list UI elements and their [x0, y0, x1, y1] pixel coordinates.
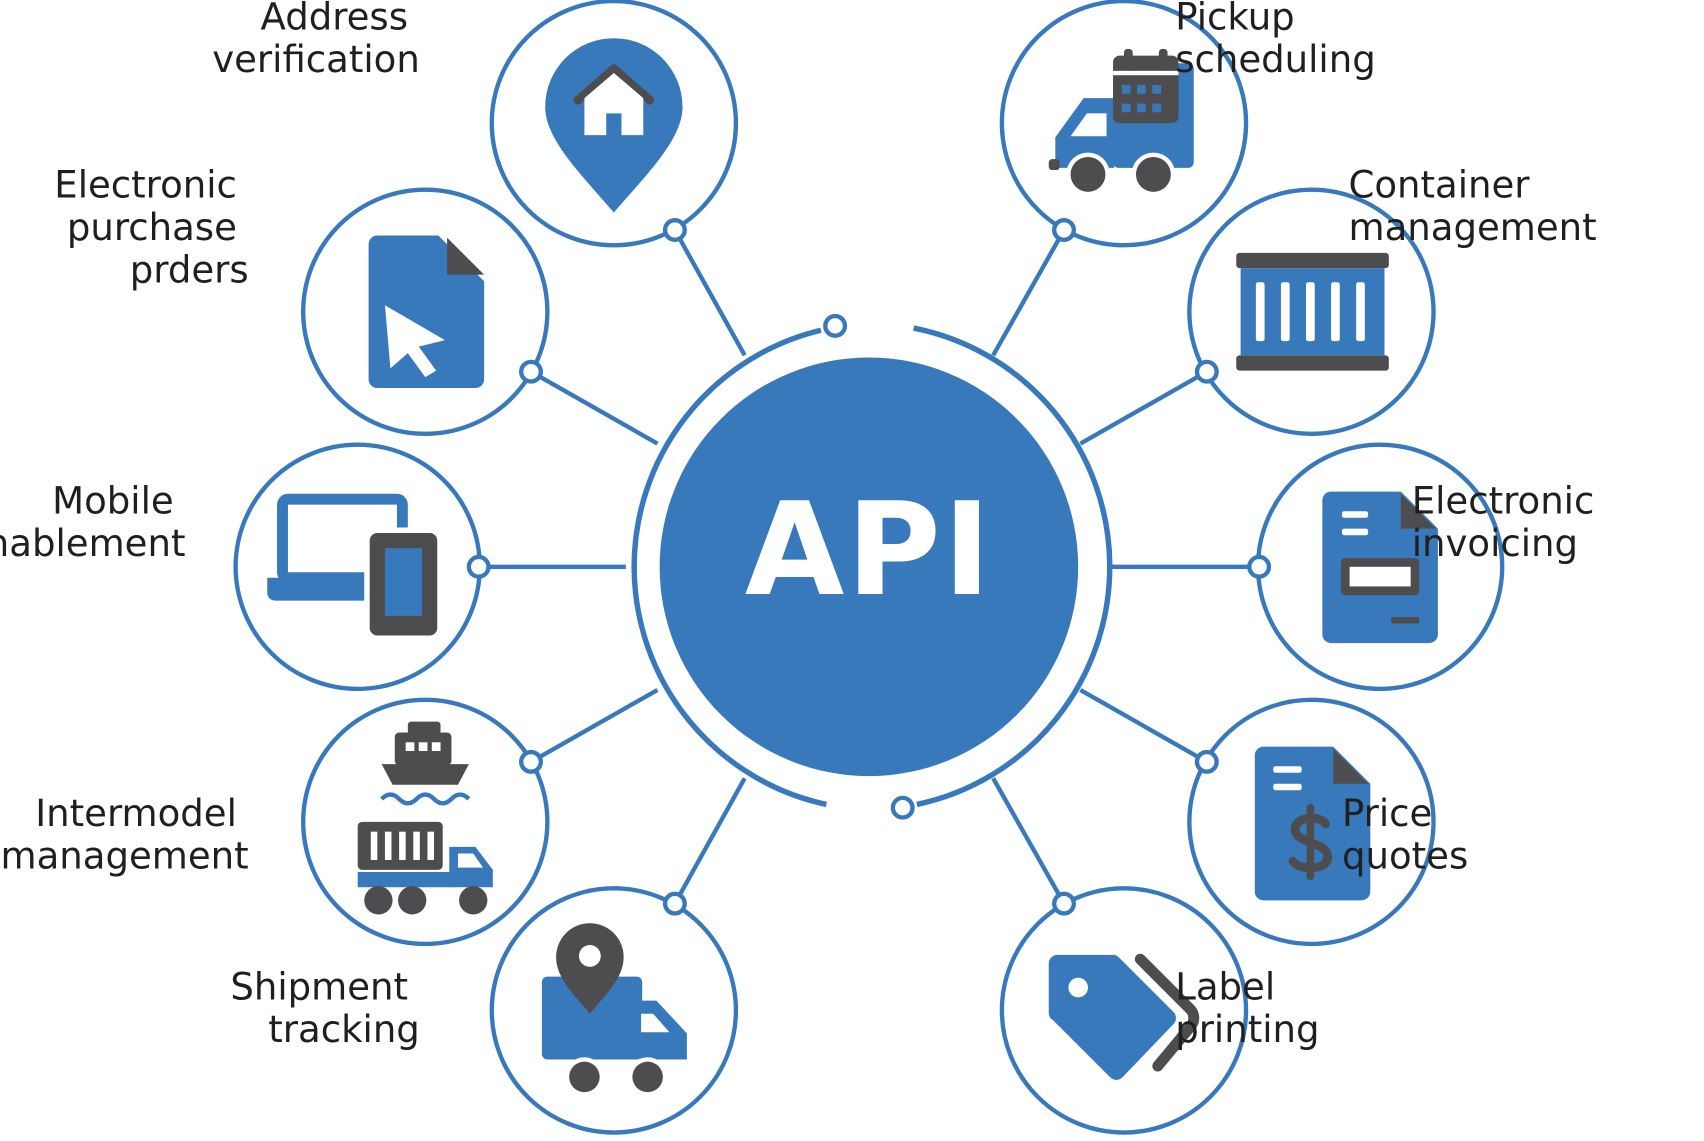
- label-container-management: Container management: [1349, 163, 1597, 249]
- location-home-icon: [545, 38, 683, 213]
- connector-dot: [662, 218, 687, 242]
- hub-outer-ring: [913, 325, 1113, 808]
- connector-dot: [1052, 218, 1077, 242]
- hub-core: [659, 357, 1079, 777]
- price-tag-icon: [1048, 953, 1200, 1080]
- label-intermodel-management: Intermodel management: [1, 792, 249, 878]
- tracking-truck-icon: [541, 923, 687, 1097]
- connector-dot: [1247, 554, 1272, 579]
- hub-outer-ring: [631, 327, 827, 808]
- connector-address-verification: [672, 228, 747, 357]
- invoice-document-icon: [1322, 491, 1438, 644]
- label-pickup-scheduling: Pickup scheduling: [1175, 0, 1376, 81]
- node-circle-mobile-enablement: [233, 442, 482, 692]
- connector-pickup-scheduling: [991, 228, 1066, 357]
- document-cursor-icon: [368, 235, 485, 389]
- label-shipment-tracking: Shipment tracking: [230, 966, 419, 1052]
- shipping-container-icon: [1236, 252, 1389, 371]
- connector-dot: [1194, 359, 1219, 384]
- connector-dots: [466, 218, 1272, 916]
- connector-price-quotes: [1079, 688, 1208, 764]
- laptop-phone-icon: [267, 493, 443, 641]
- connector-container-management: [1079, 369, 1208, 446]
- label-electronic-purchase-orders: Electronic purchase prders: [54, 163, 248, 291]
- hub-ring-dot: [890, 795, 915, 820]
- connector-dot: [662, 891, 687, 916]
- connector-dot: [519, 749, 544, 774]
- ship-truck-icon: [357, 721, 493, 915]
- label-label-printing: Label printing: [1175, 966, 1319, 1052]
- label-mobile-enablement: Mobile enablement: [0, 479, 185, 565]
- connector-shipment-tracking: [672, 777, 747, 905]
- connector-electronic-purchase-orders: [529, 369, 659, 446]
- label-price-quotes: Price quotes: [1342, 792, 1468, 878]
- hub-ring-dot: [823, 313, 848, 338]
- label-address-verification: Address verification: [212, 0, 420, 81]
- api-hub: API: [631, 313, 1113, 820]
- label-electronic-invoicing: Electronic invoicing: [1412, 479, 1606, 565]
- hub-label: API: [745, 476, 993, 625]
- connector-intermodel-management: [529, 688, 659, 764]
- connector-dot: [1194, 749, 1219, 774]
- connector-dot: [466, 554, 491, 579]
- connector-dot: [1052, 891, 1077, 916]
- calendar-truck-icon: [1048, 49, 1194, 197]
- connector-label-printing: [991, 777, 1066, 905]
- price-document-icon: [1254, 746, 1371, 901]
- connectors: [478, 228, 1260, 905]
- connector-dot: [519, 359, 544, 384]
